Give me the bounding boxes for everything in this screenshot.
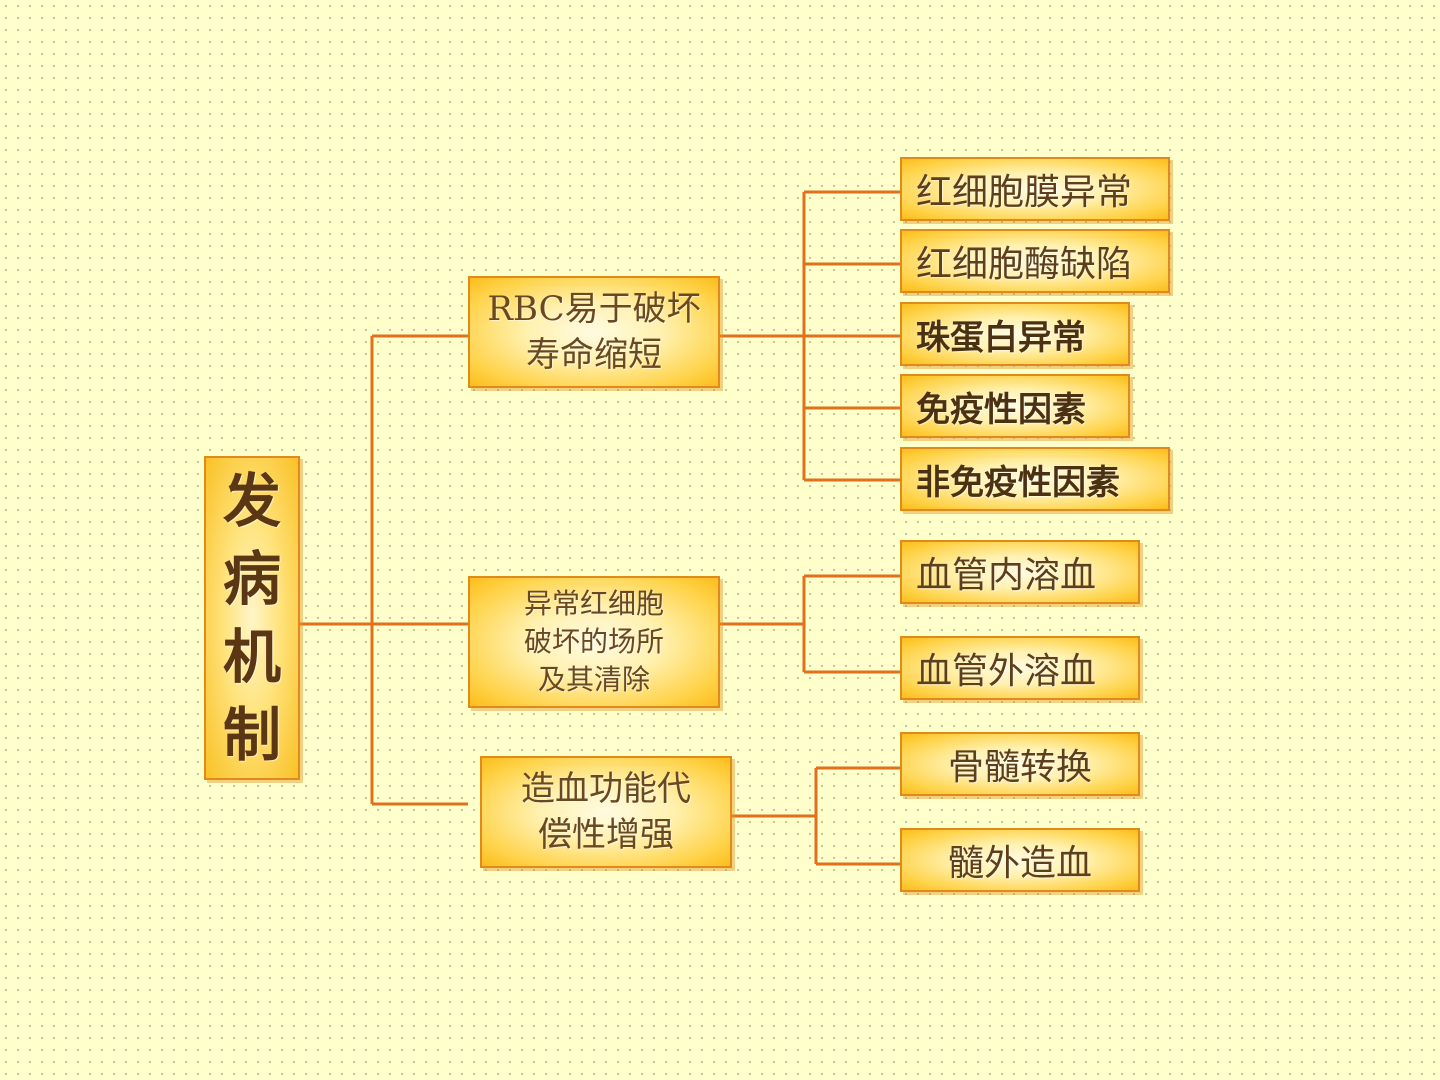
leaf-node: 红细胞酶缺陷 (900, 229, 1170, 293)
leaf-node: 骨髓转换 (900, 732, 1140, 796)
branch-node-destruction-site: 异常红细胞 破坏的场所 及其清除 (468, 576, 720, 708)
leaf-label: 髓外造血 (947, 843, 1092, 884)
leaf-label: 免疫性因素 (916, 389, 1086, 430)
leaf-node: 免疫性因素 (900, 374, 1130, 438)
branch-label: 异常红细胞 破坏的场所 及其清除 (523, 587, 664, 696)
root-node: 发 病 机 制 (204, 456, 300, 780)
leaf-label: 非免疫性因素 (916, 462, 1120, 503)
leaf-node: 血管内溶血 (900, 540, 1140, 604)
leaf-label: 珠蛋白异常 (916, 317, 1086, 358)
branch-label: RBC易于破坏 寿命缩短 (487, 289, 701, 375)
leaf-label: 骨髓转换 (947, 747, 1092, 788)
branch-node-hematopoiesis: 造血功能代 偿性增强 (480, 756, 732, 868)
leaf-node: 非免疫性因素 (900, 447, 1170, 511)
leaf-label: 红细胞膜异常 (916, 172, 1133, 213)
branch-node-rbc-destruction: RBC易于破坏 寿命缩短 (468, 276, 720, 388)
leaf-node: 血管外溶血 (900, 636, 1140, 700)
branch-label: 造血功能代 偿性增强 (521, 769, 691, 855)
leaf-node: 珠蛋白异常 (900, 302, 1130, 366)
root-label: 发 病 机 制 (222, 467, 281, 769)
leaf-node: 红细胞膜异常 (900, 157, 1170, 221)
leaf-label: 红细胞酶缺陷 (916, 244, 1133, 285)
leaf-label: 血管内溶血 (916, 555, 1097, 596)
leaf-label: 血管外溶血 (916, 651, 1097, 692)
leaf-node: 髓外造血 (900, 828, 1140, 892)
